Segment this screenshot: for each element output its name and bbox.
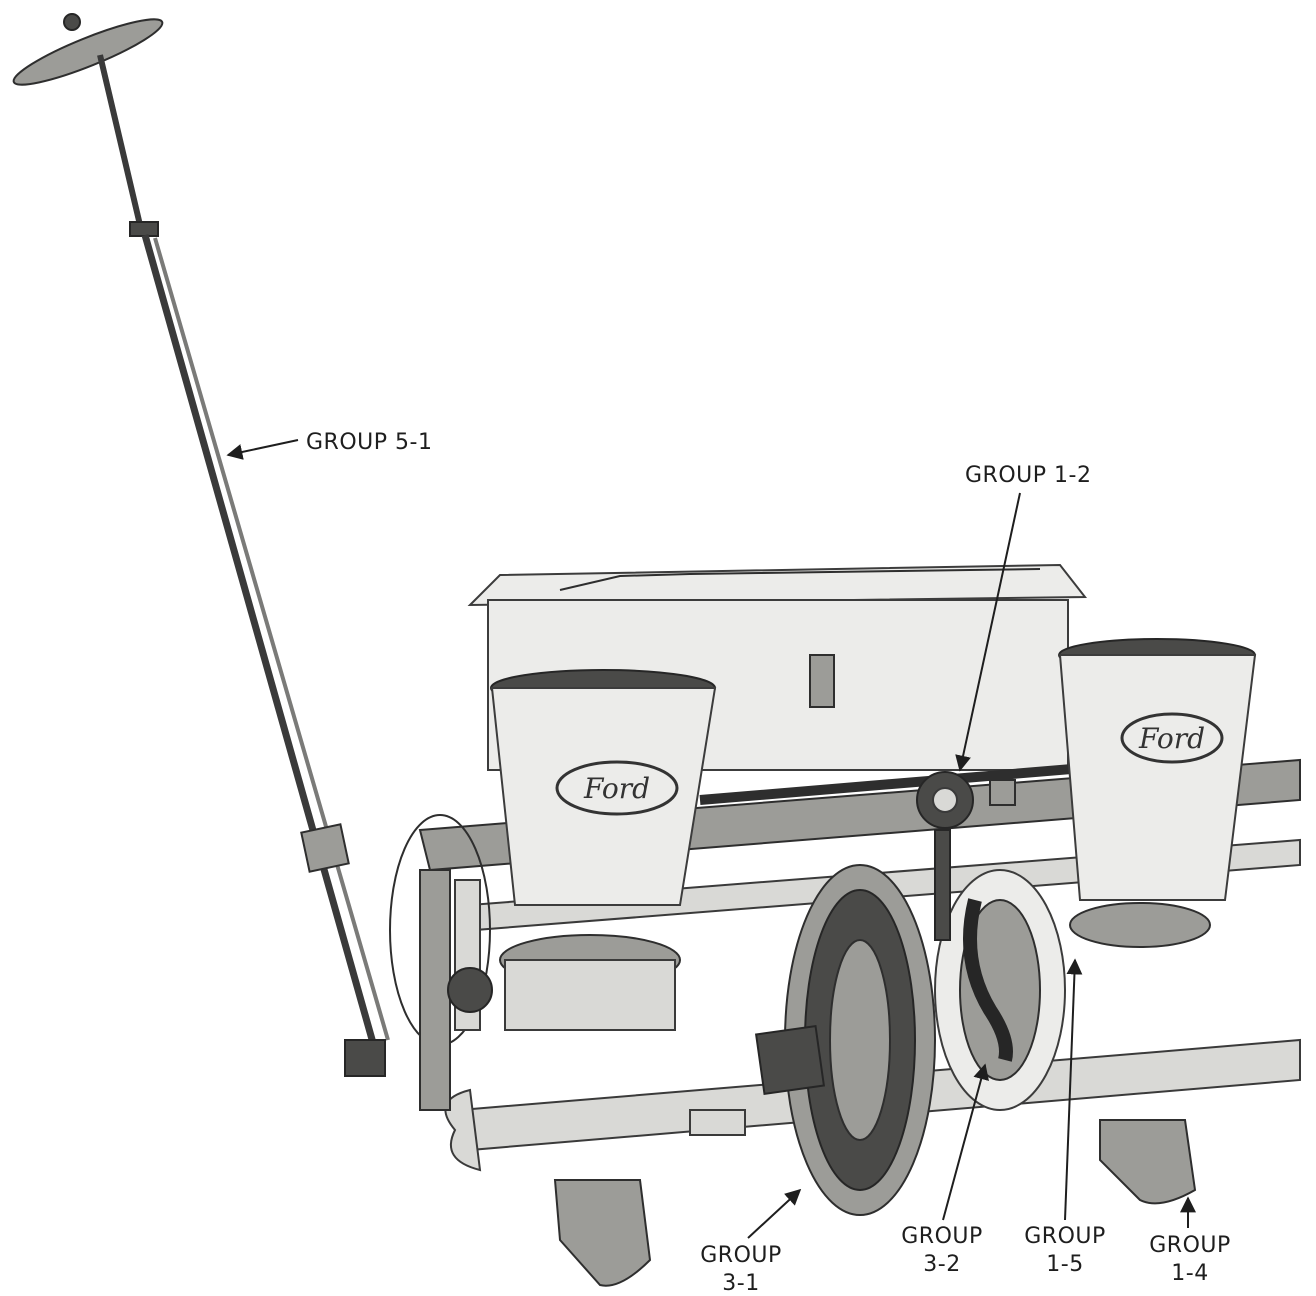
left-hopper-logo: Ford [583, 772, 650, 805]
left-meter [689, 1024, 826, 1136]
right-hopper-logo-oval [1120, 712, 1224, 764]
label-group-3-1-number: 3-1 [722, 1271, 759, 1296]
leader-1-2 [955, 492, 1021, 772]
label-group-1-2: GROUP 1-2 [965, 463, 1091, 488]
label-group-3-2-number: 3-2 [923, 1252, 960, 1277]
leader-3-1 [747, 1188, 802, 1239]
label-group-3-1-title: GROUP [700, 1243, 782, 1268]
right-hopper: Ford [1058, 638, 1257, 948]
label-group-5-1: GROUP 5-1 [306, 430, 432, 455]
marker-disk [12, 18, 164, 86]
label-group-1-4-number: 1-4 [1171, 1261, 1208, 1286]
right-hopper-logo: Ford [1138, 722, 1205, 755]
callout-labels: GROUP 5-1 GROUP 1-2 GROUP 3-1 GROUP 3-2 … [306, 430, 1231, 1296]
left-hopper: Ford [490, 669, 717, 1031]
label-group-3-2-title: GROUP [901, 1224, 983, 1249]
label-group-1-4-title: GROUP [1149, 1233, 1231, 1258]
left-linkage [389, 814, 493, 1111]
label-group-1-5-number: 1-5 [1046, 1252, 1083, 1277]
marker-arm [12, 13, 390, 1077]
leader-5-1 [226, 439, 299, 460]
press-wheel [784, 864, 936, 1216]
drive-chain [916, 771, 1016, 1062]
leader-1-5 [1064, 958, 1083, 1221]
leader-3-2 [942, 1063, 989, 1221]
left-hopper-logo-oval [555, 760, 679, 816]
drive-wheel [934, 869, 1066, 1111]
callout-leaders [226, 439, 1196, 1239]
furrow-openers [553, 1119, 1197, 1287]
label-group-1-5-title: GROUP [1024, 1224, 1106, 1249]
